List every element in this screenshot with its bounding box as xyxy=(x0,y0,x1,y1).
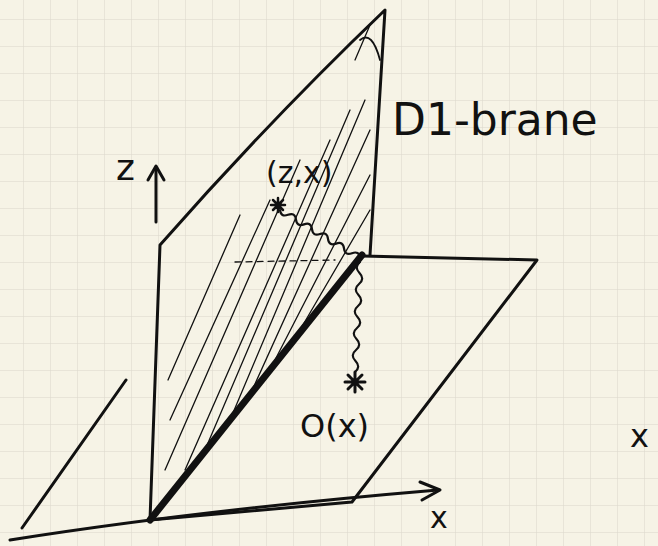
z-axis-arrowhead xyxy=(148,166,164,180)
bulk-propagator xyxy=(280,210,360,258)
hidden-line xyxy=(235,260,335,262)
boundary-line xyxy=(150,255,362,520)
x-axis-arrowhead xyxy=(420,482,440,500)
brane-outline xyxy=(150,10,385,520)
boundary-propagator xyxy=(353,262,362,372)
bulk-point xyxy=(271,198,285,212)
brane-label: D1-brane xyxy=(392,98,598,142)
brane-fold xyxy=(360,38,380,61)
z-axis xyxy=(155,168,158,222)
x-axis xyxy=(10,490,438,540)
operator-label: O(x) xyxy=(300,410,369,442)
axis-label: z xyxy=(116,150,135,186)
brane-hatching xyxy=(165,25,370,470)
boundary-plane xyxy=(150,256,537,520)
axis-label: x xyxy=(430,503,448,533)
stray-mark: x xyxy=(630,420,649,452)
bulk-point-label: (z,x) xyxy=(266,158,332,188)
plane-left-edge xyxy=(22,380,126,528)
operator-point xyxy=(345,372,365,392)
